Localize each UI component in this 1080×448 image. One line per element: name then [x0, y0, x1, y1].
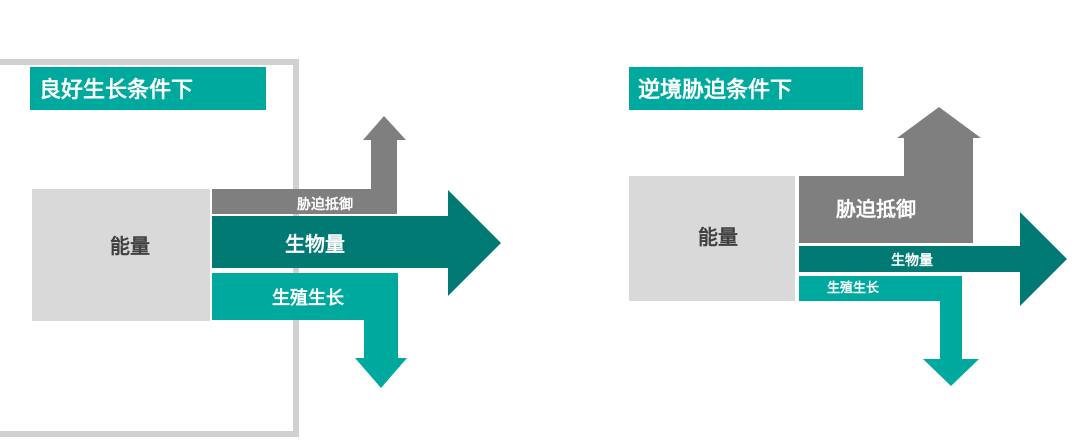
right-reproduction-label: 生殖生长	[827, 280, 880, 296]
right-defense-label: 胁迫抵御	[836, 197, 916, 221]
right-reproduction-arrow	[799, 276, 979, 386]
right-title-bar	[629, 67, 863, 110]
right-defense-arrow	[799, 107, 981, 243]
right-panel: 逆境胁迫条件下 能量 胁迫抵御 生物量 生殖生长	[629, 67, 1067, 386]
left-panel: 良好生长条件下 能量 胁迫抵御 生物量 生殖生长	[0, 59, 501, 437]
right-energy-block	[629, 176, 795, 301]
left-reproduction-label: 生殖生长	[272, 287, 345, 309]
right-title: 逆境胁迫条件下	[638, 77, 792, 103]
left-title-bar	[30, 67, 266, 110]
left-biomass-arrow	[212, 190, 501, 296]
left-title: 良好生长条件下	[39, 77, 193, 103]
left-defense-label: 胁迫抵御	[297, 196, 353, 213]
right-biomass-arrow	[799, 212, 1067, 306]
left-energy-block	[32, 189, 210, 321]
left-energy-label: 能量	[110, 234, 150, 258]
right-biomass-label: 生物量	[891, 252, 933, 269]
left-defense-arrow	[212, 116, 406, 214]
left-reproduction-arrow	[212, 273, 407, 388]
left-biomass-label: 生物量	[285, 232, 345, 256]
right-energy-label: 能量	[698, 225, 738, 249]
